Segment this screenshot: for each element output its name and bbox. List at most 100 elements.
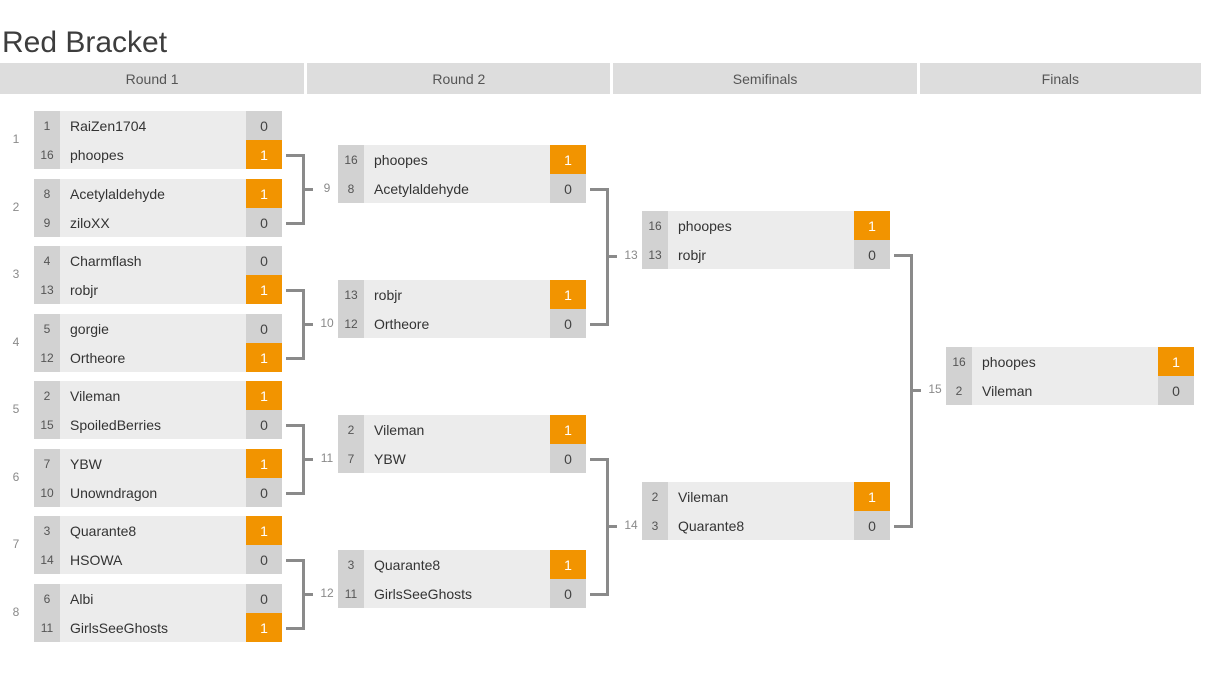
- competitor-name: Acetylaldehyde: [364, 174, 550, 203]
- score-value: 1: [246, 140, 282, 169]
- competitor-name: gorgie: [60, 314, 246, 343]
- seed-number: 13: [34, 275, 60, 304]
- connector-arm-bottom: [286, 221, 302, 225]
- connector-arm-bottom: [590, 592, 606, 596]
- competitor-name: ziloXX: [60, 208, 246, 237]
- connector-stub: [302, 592, 313, 596]
- next-match-number-15: 15: [928, 382, 942, 396]
- competitor-name: Vileman: [668, 482, 854, 511]
- connector-arm-bottom: [286, 626, 302, 630]
- match-number-1: 1: [12, 132, 20, 146]
- next-match-number-14: 14: [624, 518, 638, 532]
- score-value: 0: [854, 240, 890, 269]
- score-value: 1: [854, 482, 890, 511]
- seed-number: 12: [34, 343, 60, 372]
- score-value: 1: [246, 381, 282, 410]
- competitor-name: robjr: [60, 275, 246, 304]
- seed-number: 1: [34, 111, 60, 140]
- score-value: 0: [1158, 376, 1194, 405]
- score-value: 1: [246, 275, 282, 304]
- connector-stub: [302, 457, 313, 461]
- seed-number: 14: [34, 545, 60, 574]
- score-value: 1: [246, 343, 282, 372]
- seed-number: 2: [34, 381, 60, 410]
- score-value: 0: [550, 579, 586, 608]
- competitor-name: phoopes: [668, 211, 854, 240]
- competitor-name: Ortheore: [60, 343, 246, 372]
- seed-number: 3: [642, 511, 668, 540]
- score-value: 1: [550, 550, 586, 579]
- seed-number: 9: [34, 208, 60, 237]
- connector-stub: [302, 322, 313, 326]
- connector-arm-top: [286, 423, 302, 427]
- seed-number: 2: [946, 376, 972, 405]
- round-header-round-2: Round 2: [307, 63, 611, 94]
- competitor-name: phoopes: [364, 145, 550, 174]
- seed-number: 3: [338, 550, 364, 579]
- round-header-round-1: Round 1: [0, 63, 305, 94]
- next-match-number-13: 13: [624, 248, 638, 262]
- score-value: 0: [246, 111, 282, 140]
- seed-number: 2: [642, 482, 668, 511]
- competitor-name: robjr: [364, 280, 550, 309]
- seed-number: 8: [34, 179, 60, 208]
- match-number-3: 3: [12, 267, 20, 281]
- connector-stub: [606, 525, 617, 528]
- score-value: 1: [854, 211, 890, 240]
- competitor-name: Vileman: [60, 381, 246, 410]
- seed-number: 16: [946, 347, 972, 376]
- score-value: 0: [246, 208, 282, 237]
- seed-number: 15: [34, 410, 60, 439]
- competitor-name: Quarante8: [668, 511, 854, 540]
- next-match-number-12: 12: [320, 585, 334, 600]
- connector-stub: [302, 187, 313, 191]
- competitor-name: RaiZen1704: [60, 111, 246, 140]
